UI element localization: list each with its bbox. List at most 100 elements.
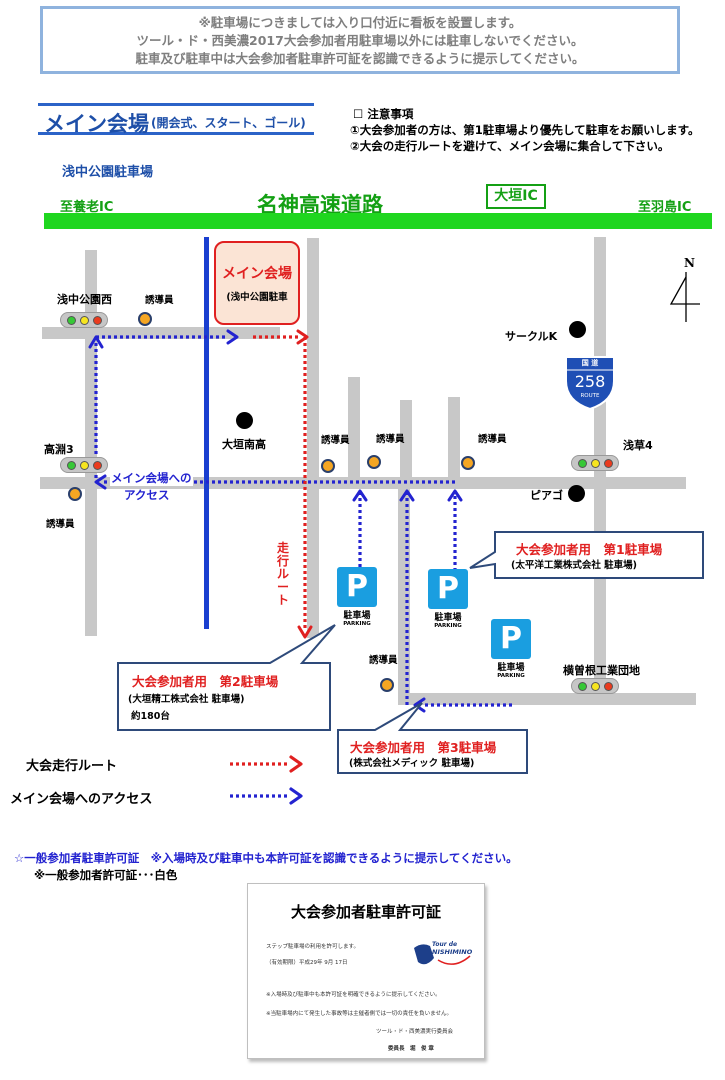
notes-item-1: ①大会参加者の方は、第1駐車場より優先して駐車をお願いします。 — [350, 123, 700, 137]
highway-left-label: 至養老IC — [60, 200, 114, 215]
callout-p3-shape — [337, 702, 528, 774]
legend-route-label: 大会走行ルート — [26, 759, 118, 774]
tour-de-nishimino-logo: Tour de NISHIMINO — [408, 938, 474, 974]
circle-k-label: サークルK — [505, 330, 558, 343]
road-asanaka-horizontal — [42, 327, 280, 339]
guide-label: 誘導員 — [369, 655, 398, 666]
legend-access-arrowhead — [289, 787, 303, 805]
intersection-takabuchi-label: 高淵3 — [44, 443, 74, 456]
piago-marker — [568, 485, 585, 502]
notes-item-2: ②大会の走行ルートを避けて、メイン会場に集合して下さい。 — [350, 139, 670, 153]
parking-p-icon: P — [337, 567, 377, 607]
highway-right-label: 至羽島IC — [638, 200, 692, 215]
guide-label: 誘導員 — [321, 435, 350, 446]
guide-label: 誘導員 — [145, 295, 174, 306]
route-sign-bottom: ROUTE — [580, 393, 600, 399]
main-venue-title: メイン会場 — [222, 266, 292, 282]
venue-title: メイン会場 — [44, 112, 149, 136]
p3-title: 大会参加者用 第3駐車場 — [350, 740, 497, 755]
guide-marker — [367, 455, 381, 469]
permit-card-text-1: ステップ駐車場の利用を許可します。 — [266, 944, 359, 950]
permit-card-text-2: （有効期限）平成29年 9月 17日 — [266, 960, 348, 966]
circle-k-marker — [569, 321, 586, 338]
permit-card-text-4: ※当駐車場内にて発生した事故等は主催者側では一切の責任を負いません。 — [266, 1011, 452, 1017]
permit-card-text-3: ※入場時及び駐車中も本許可証を明確できるように提示してください。 — [266, 992, 441, 998]
callout-shapes — [117, 531, 704, 774]
guide-label: 誘導員 — [46, 519, 75, 530]
intersection-asakusa-label: 浅草4 — [623, 439, 653, 452]
access-label-1: メイン会場への — [110, 470, 193, 486]
parking-jp: 駐車場 — [497, 663, 525, 673]
piago-label: ピアゴ — [530, 489, 563, 502]
main-venue-marker: メイン会場 (浅中公園駐車 — [214, 241, 300, 325]
parking-sign-1: P 駐車場 PARKING — [427, 569, 469, 637]
notice-line-1: ※駐車場につきましては入り口付近に看板を設置します。 — [198, 15, 522, 30]
venue-park-name: 浅中公園駐車場 — [62, 165, 154, 180]
access-arrow-p3 — [399, 489, 415, 502]
parking-jp: 駐車場 — [434, 613, 462, 623]
notice-line-2: ツール・ド・西美濃2017大会参加者用駐車場以外には駐車しないでください。 — [136, 33, 584, 48]
callout-p2-shape — [117, 624, 336, 731]
parking-en: PARKING — [343, 621, 371, 627]
route-sign-top: 国 道 — [581, 359, 599, 367]
permit-color-note: ※一般参加者許可証･･･白色 — [34, 868, 178, 882]
logo-text-1: Tour de — [432, 941, 458, 948]
river-line — [204, 237, 209, 629]
logo-text-2: NISHIMINO — [432, 948, 473, 956]
road-central-vertical — [307, 238, 319, 638]
guide-label: 誘導員 — [478, 434, 507, 445]
parking-sign-3: P 駐車場 PARKING — [490, 619, 532, 687]
guide-marker — [380, 678, 394, 692]
traffic-light-asakusa — [571, 455, 619, 471]
traffic-light-yokosone — [571, 678, 619, 694]
highway-bar — [44, 213, 712, 229]
road-spur-1 — [348, 377, 360, 477]
access-arrow-up — [88, 335, 104, 349]
notice-line-3: 駐車及び駐車中は大会参加者駐車許可証を認識できるように提示してください。 — [135, 51, 585, 66]
guide-marker — [461, 456, 475, 470]
legend-access-label: メイン会場へのアクセス — [10, 792, 153, 807]
traffic-light-asanaka — [60, 312, 108, 328]
permit-card: 大会参加者駐車許可証 ステップ駐車場の利用を許可します。 （有効期限）平成29年… — [247, 883, 485, 1059]
route-258-sign — [565, 356, 615, 411]
access-label-2: アクセス — [124, 488, 170, 502]
guide-marker — [321, 459, 335, 473]
traffic-light-takabuchi — [60, 457, 108, 473]
parking-en: PARKING — [434, 623, 462, 629]
legend-route-arrowhead — [289, 755, 303, 773]
parking-notice: ※駐車場につきましては入り口付近に看板を設置します。 ツール・ド・西美濃2017… — [40, 6, 680, 74]
callout-p1-shape — [469, 531, 704, 579]
notes-heading: ☐ 注意事項 — [353, 107, 414, 121]
permit-card-title: 大会参加者駐車許可証 — [290, 903, 441, 921]
route-sign-number: 258 — [574, 372, 606, 391]
ic-label: 大垣IC — [486, 184, 546, 209]
parking-p-icon: P — [491, 619, 531, 659]
access-arrow-p3-left — [413, 697, 426, 713]
guide-label: 誘導員 — [376, 434, 405, 445]
p1-title: 大会参加者用 第1駐車場 — [516, 542, 663, 557]
north-arrow — [669, 272, 700, 322]
p3-sub: (株式会社メディック 駐車場) — [349, 758, 475, 769]
road-spur-2 — [400, 400, 412, 477]
permit-card-org: ツール・ド・西美濃実行委員会 — [376, 1029, 454, 1035]
school-label: 大垣南高 — [222, 438, 266, 451]
route-vertical-label: 走行ルート — [276, 541, 289, 607]
parking-en: PARKING — [497, 673, 525, 679]
access-arrow-left — [94, 474, 107, 490]
permit-note: ☆一般参加者駐車許可証 ※入場時及び駐車中も本許可証を認識できるように提示してく… — [14, 851, 518, 865]
venue-title-box: メイン会場 (開会式、スタート、ゴール) — [38, 103, 314, 136]
parking-jp: 駐車場 — [343, 611, 371, 621]
road-spur-3 — [448, 397, 460, 477]
guide-marker — [138, 312, 152, 326]
p2-title: 大会参加者用 第2駐車場 — [132, 674, 279, 689]
caution-notes: ☐ 注意事項 ①大会参加者の方は、第1駐車場より優先して駐車をお願いします。 ②… — [350, 106, 700, 154]
p1-sub: (太平洋工業株式会社 駐車場) — [511, 560, 637, 571]
route-arrow-right — [296, 329, 309, 345]
permit-card-rep: 委員長 堀 俊 章 — [388, 1046, 434, 1052]
route-arrow-down — [297, 625, 313, 639]
access-arrow-p2 — [352, 489, 368, 502]
intersection-yokosone-label: 横曽根工業団地 — [563, 664, 640, 677]
parking-p-icon: P — [428, 569, 468, 609]
venue-subtitle: (開会式、スタート、ゴール) — [151, 116, 306, 130]
